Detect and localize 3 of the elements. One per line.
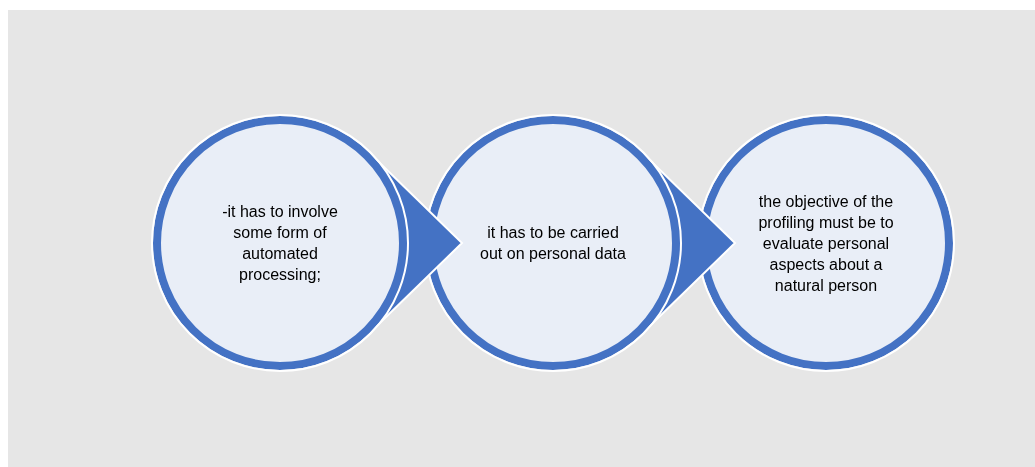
node-text: -it has to involve some form of automated processing;	[221, 202, 339, 285]
node-text: the objective of the profiling must be to evaluate personal aspects about a natural person	[757, 191, 895, 296]
node-text: it has to be carried out on personal data	[479, 223, 627, 264]
